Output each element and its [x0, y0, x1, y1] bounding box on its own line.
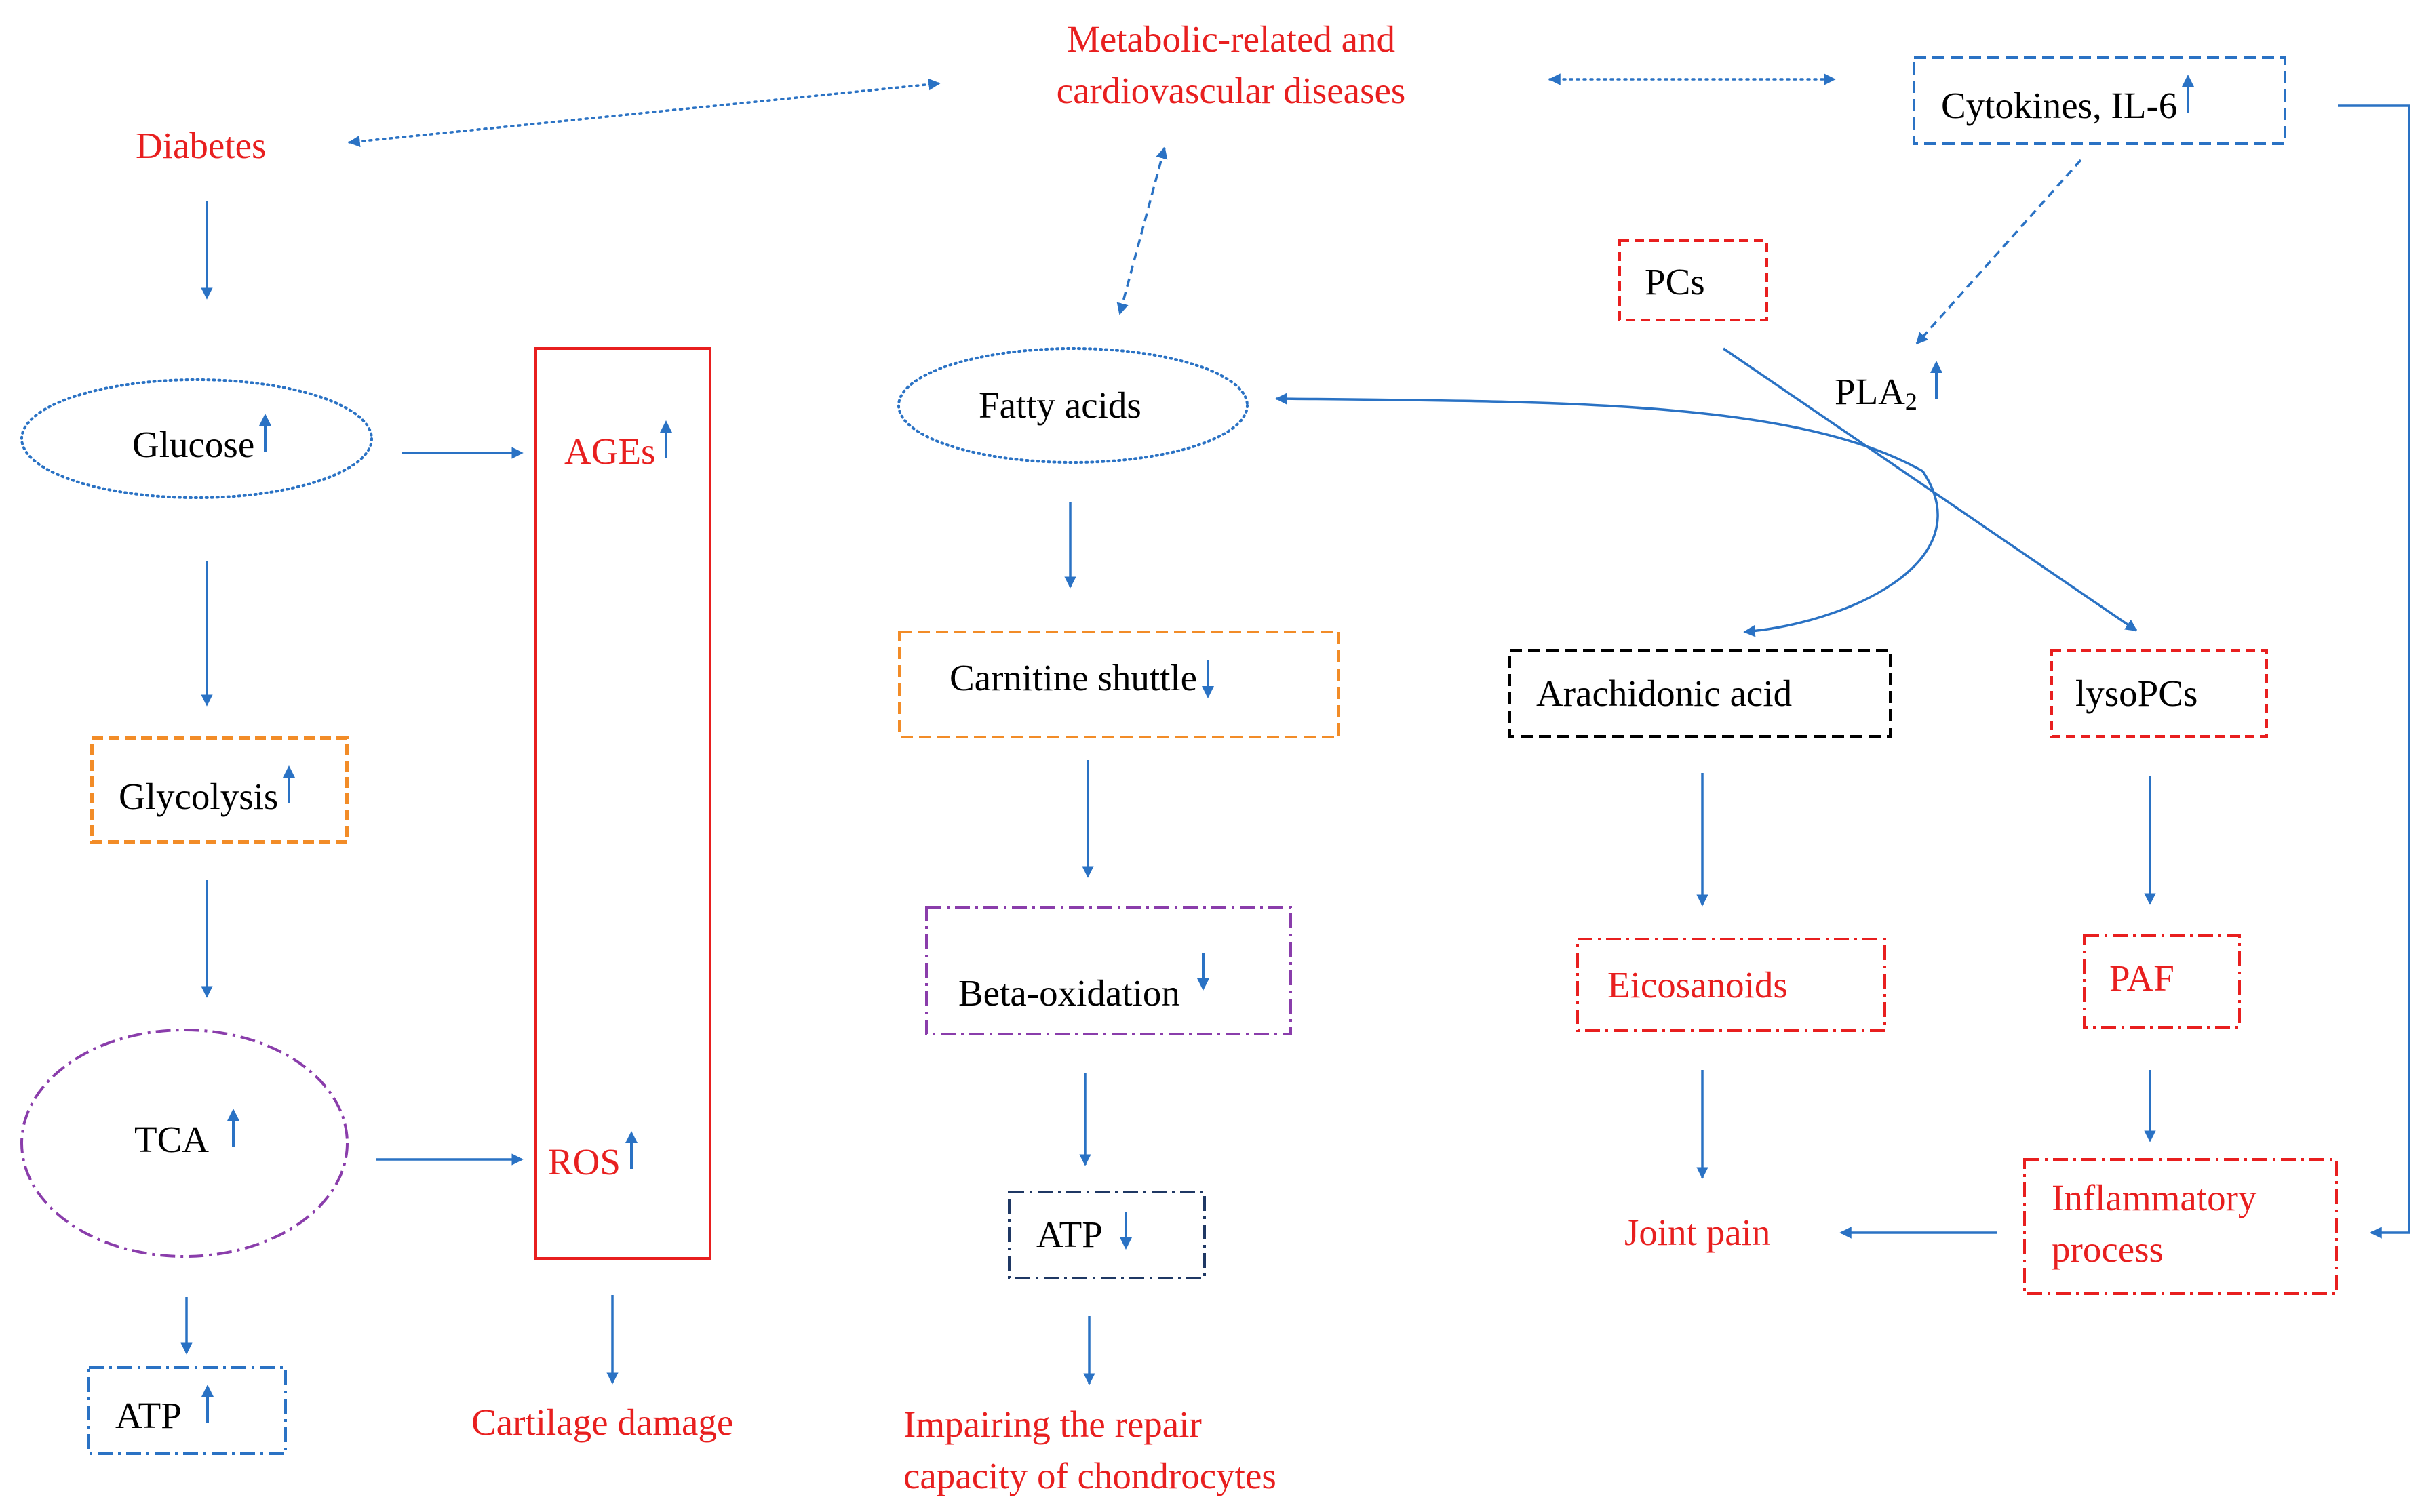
- atp-left-box: [87, 1366, 287, 1455]
- metabolic-diseases-line1: Metabolic-related and: [1066, 18, 1396, 60]
- atp-center-text: ATP: [1036, 1214, 1103, 1255]
- glycolysis-label: Glycolysis: [119, 764, 296, 822]
- paf-label: PAF: [2109, 957, 2174, 999]
- atp-left-label: ATP: [115, 1383, 214, 1441]
- pcs-box: [1618, 239, 1768, 321]
- cytokines-box: [1913, 56, 2286, 145]
- fatty-acids-ellipse: [897, 347, 1249, 464]
- inflammatory-process-label: Inflammatory process: [2052, 1172, 2256, 1275]
- pla2-text: PLA: [1835, 371, 1905, 412]
- joint-pain-label: Joint pain: [1624, 1212, 1771, 1253]
- arachidonic-box: [1508, 649, 1892, 738]
- tca-text: TCA: [134, 1119, 209, 1160]
- ages-ros-box: [534, 347, 711, 1260]
- glucose-label: Glucose: [132, 412, 272, 471]
- beta-oxidation-text: Beta-oxidation: [958, 972, 1180, 1014]
- arrow-up-icon: [1930, 359, 1943, 400]
- metabolic-diseases-label: Metabolic-related and cardiovascular dis…: [943, 14, 1519, 117]
- arrow-diabetes-metabolic: [348, 78, 941, 148]
- beta-oxidation-label: Beta-oxidation: [958, 951, 1210, 1019]
- impairing-line1: Impairing the repair: [903, 1404, 1202, 1445]
- paf-box: [2083, 934, 2241, 1029]
- impairing-repair-label: Impairing the repair capacity of chondro…: [903, 1399, 1276, 1502]
- pla2-subscript: 2: [1904, 388, 1917, 415]
- arrow-pcs-lysopcs: [1723, 347, 2138, 632]
- eicosanoids-box: [1576, 938, 1886, 1032]
- fatty-acids-label: Fatty acids: [979, 384, 1141, 426]
- lysopcs-label: lysoPCs: [2075, 673, 2198, 714]
- carnitine-text: Carnitine shuttle: [950, 657, 1198, 698]
- beta-oxidation-box: [925, 906, 1292, 1035]
- arachidonic-label: Arachidonic acid: [1536, 673, 1793, 714]
- carnitine-label: Carnitine shuttle: [950, 652, 1215, 704]
- arrow-down-icon: [1201, 659, 1215, 700]
- atp-center-box: [1008, 1191, 1206, 1279]
- ros-text: ROS: [548, 1141, 621, 1182]
- cytokines-label: Cytokines, IL-6: [1941, 73, 2195, 132]
- glycolysis-text: Glycolysis: [119, 776, 279, 817]
- inflammatory-box: [2023, 1158, 2338, 1295]
- arrow-up-icon: [227, 1107, 240, 1148]
- arrow-cytokines-pla2: [1915, 159, 2082, 345]
- atp-left-text: ATP: [115, 1395, 182, 1436]
- ros-label: ROS: [548, 1130, 638, 1188]
- arrow-up-icon: [625, 1130, 638, 1170]
- arrow-up-icon: [282, 764, 296, 805]
- arrow-metabolic-fatty-acids: [1116, 146, 1168, 315]
- arrow-cytokines-inflammatory: [2338, 104, 2410, 1239]
- arrow-pla2-fatty-acids: [1275, 393, 1923, 473]
- ages-text: AGEs: [564, 431, 656, 472]
- arrow-up-icon: [2181, 73, 2195, 114]
- inflammatory-line2: process: [2052, 1229, 2164, 1270]
- eicosanoids-label: Eicosanoids: [1607, 964, 1788, 1006]
- glucose-text: Glucose: [132, 424, 255, 465]
- glucose-ellipse: [20, 378, 373, 499]
- arrow-pla2-arachidonic: [1743, 471, 1939, 637]
- cytokines-text: Cytokines, IL-6: [1941, 85, 2178, 126]
- tca-label: TCA: [134, 1107, 240, 1166]
- arrow-up-icon: [201, 1383, 214, 1424]
- arrow-up-icon: [258, 412, 272, 453]
- impairing-line2: capacity of chondrocytes: [903, 1455, 1276, 1496]
- ages-label: AGEs: [564, 419, 673, 477]
- tca-ellipse: [20, 1029, 349, 1258]
- lysopcs-box: [2050, 649, 2268, 738]
- inflammatory-line1: Inflammatory: [2052, 1177, 2257, 1218]
- metabolic-diseases-line2: cardiovascular diseases: [1056, 70, 1406, 111]
- pcs-label: PCs: [1645, 261, 1705, 302]
- pla2-label: PLA2: [1835, 359, 1943, 427]
- arrow-up-icon: [659, 419, 673, 460]
- atp-center-label: ATP: [1036, 1209, 1133, 1260]
- diabetes-label: Diabetes: [136, 125, 267, 166]
- arrow-down-icon: [1196, 951, 1210, 992]
- carnitine-box: [898, 631, 1340, 738]
- cartilage-damage-label: Cartilage damage: [471, 1401, 734, 1443]
- arrow-down-icon: [1119, 1210, 1133, 1251]
